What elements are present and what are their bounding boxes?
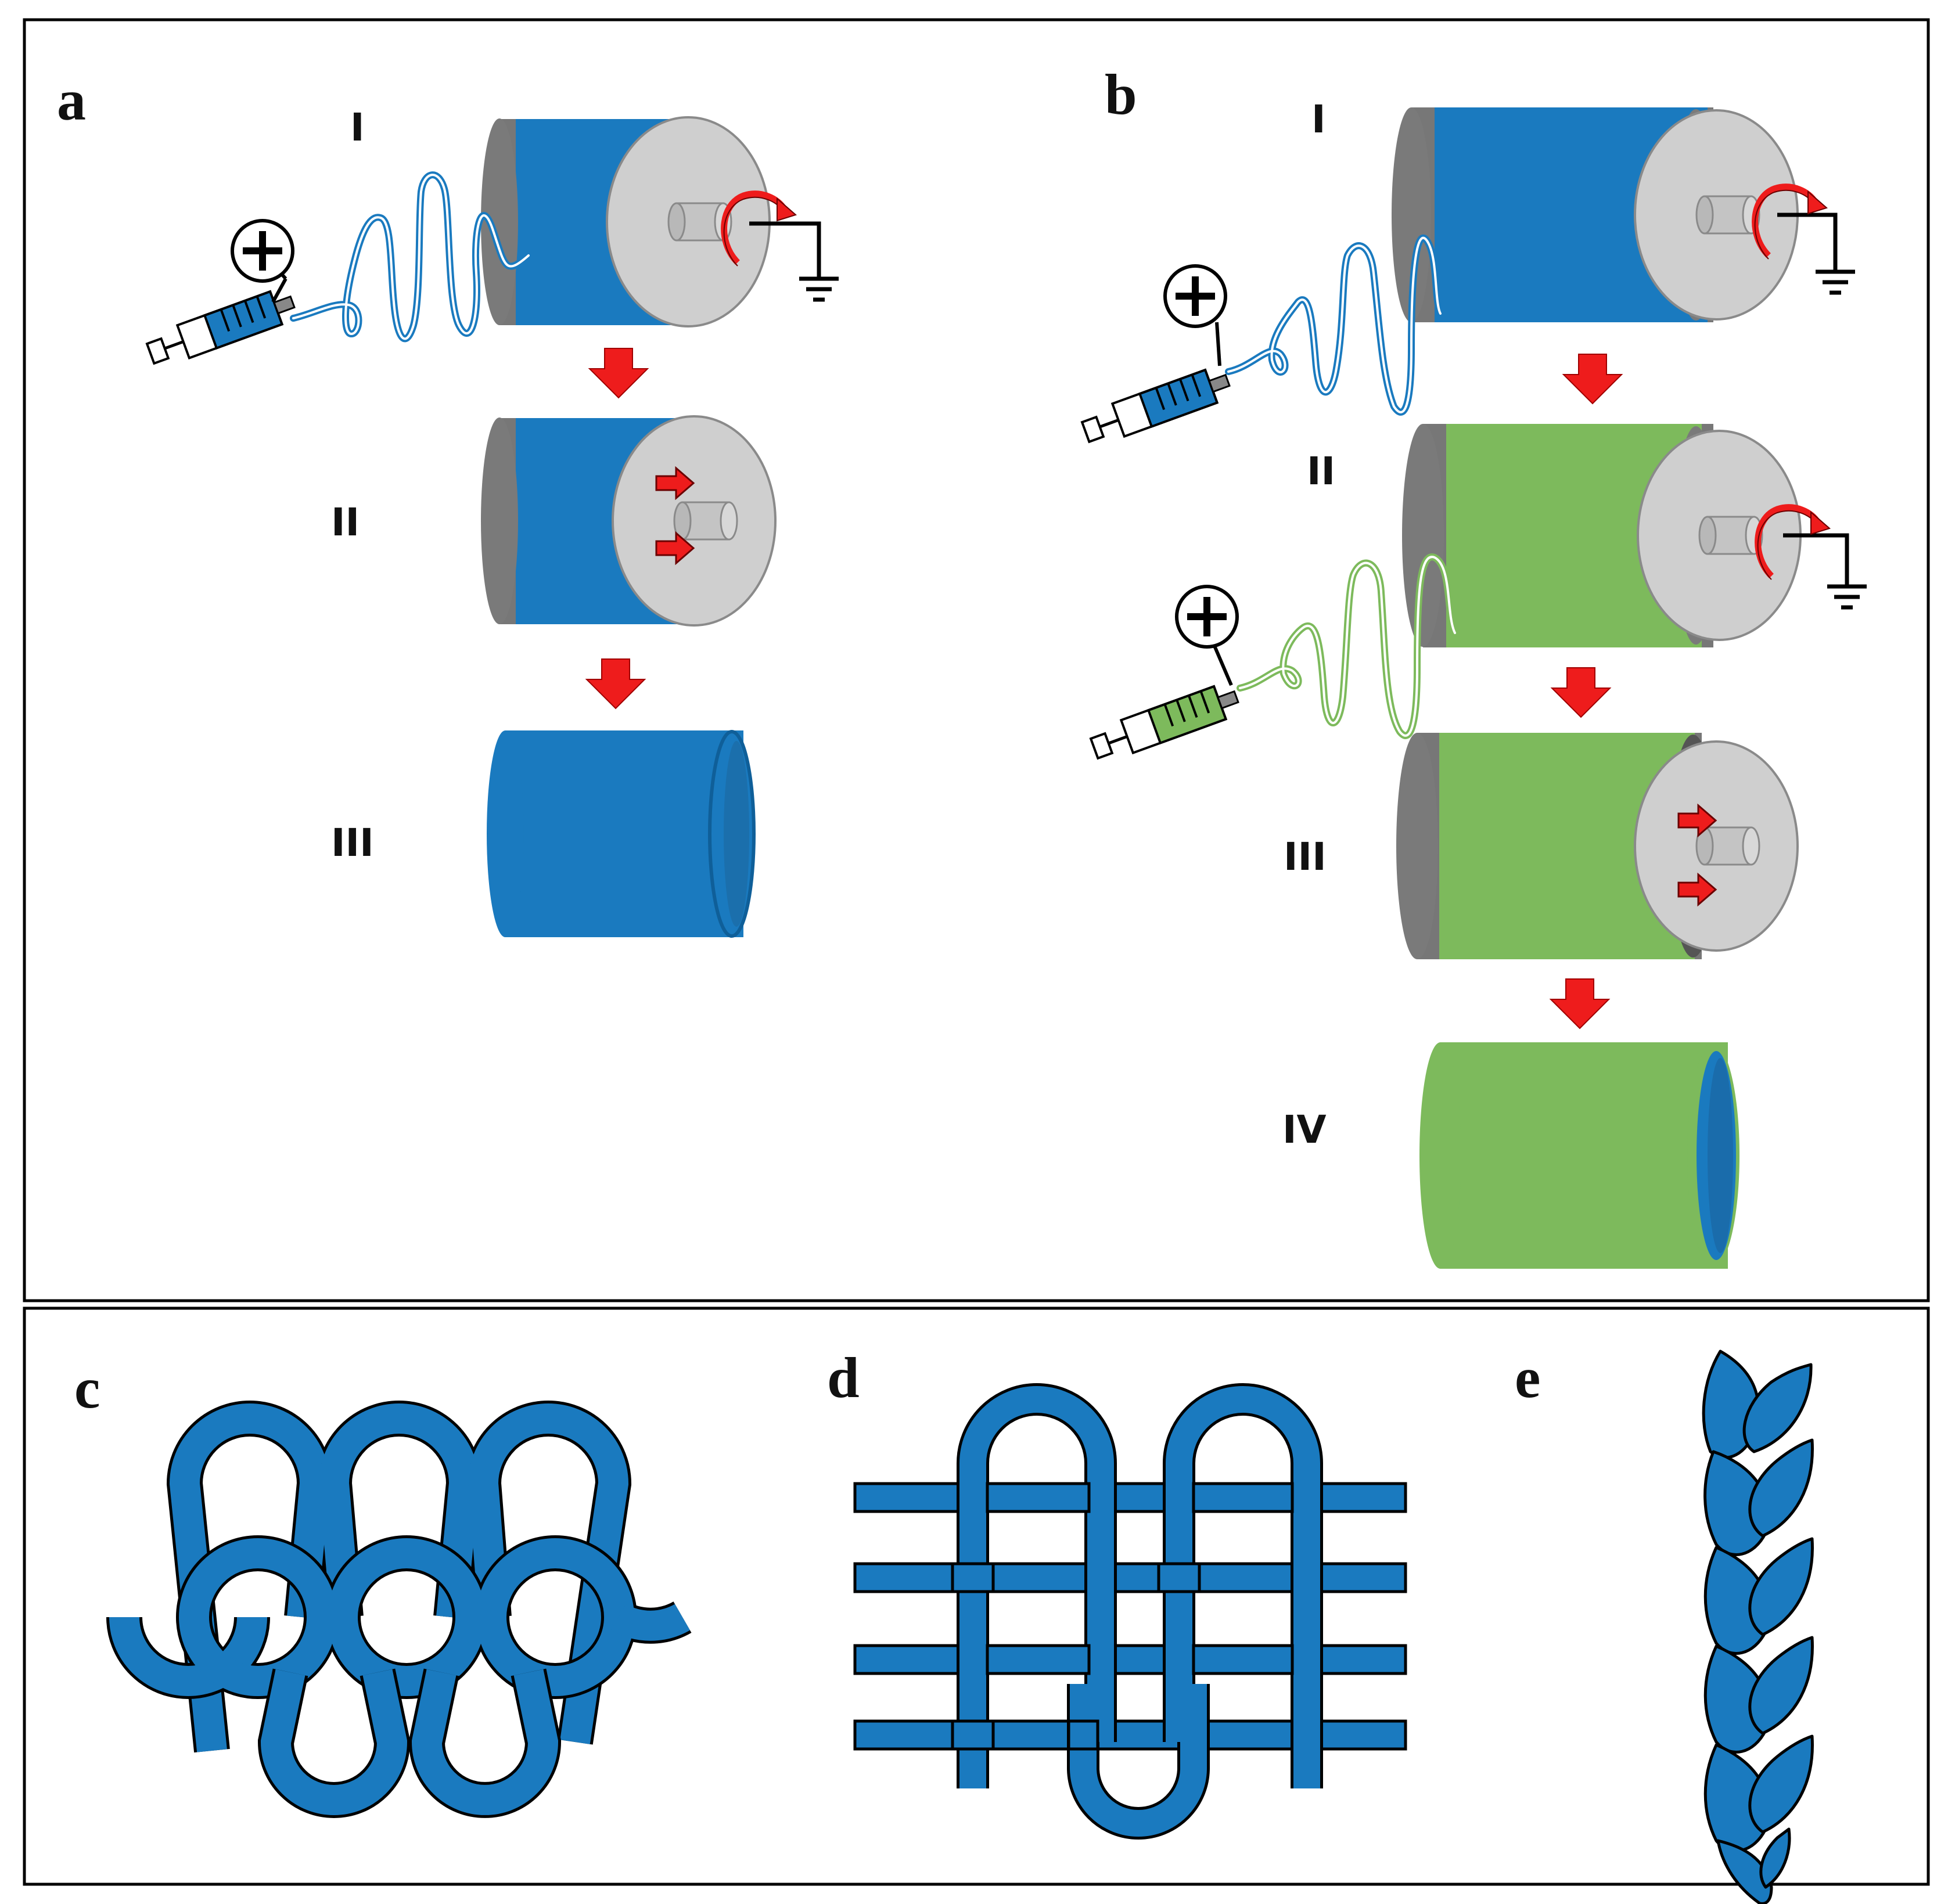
panel-b-step-4-label: IV bbox=[1282, 1107, 1327, 1152]
panel-b-step-1-label: I bbox=[1311, 97, 1326, 142]
top-frame bbox=[23, 18, 1930, 1302]
ground-icon bbox=[799, 244, 839, 300]
knitted-structure bbox=[106, 1401, 692, 1818]
panel-letter-b: b bbox=[1105, 62, 1137, 127]
down-arrow-icon bbox=[1550, 978, 1609, 1029]
braided-structure bbox=[1702, 1349, 1814, 1904]
panel-a-step-3-label: III bbox=[331, 820, 374, 865]
panel-e: e bbox=[1515, 1345, 1814, 1904]
panel-a-step-1-label: I bbox=[350, 105, 365, 150]
panel-letter-a: a bbox=[57, 68, 86, 132]
down-arrow-icon bbox=[586, 658, 645, 709]
bottom-frame bbox=[23, 1306, 1930, 1886]
ground-icon bbox=[1827, 552, 1867, 607]
panel-b-collector-3 bbox=[1396, 733, 1799, 959]
panel-d: d bbox=[827, 1345, 1407, 1840]
positive-charge-icon bbox=[232, 221, 293, 281]
panel-a-step-2-label: II bbox=[331, 500, 360, 545]
down-arrow-icon bbox=[1551, 667, 1611, 718]
panel-a-tube bbox=[487, 730, 756, 938]
positive-charge-icon bbox=[1165, 266, 1225, 326]
panel-a: a I II III bbox=[57, 68, 839, 938]
panel-b-tube bbox=[1419, 1042, 1739, 1269]
panel-b-step-3-label: III bbox=[1284, 834, 1327, 879]
positive-charge-icon bbox=[1177, 586, 1237, 647]
panel-letter-e: e bbox=[1515, 1345, 1540, 1410]
panel-b: b I II III IV bbox=[1080, 62, 1867, 1269]
panel-b-step-2-label: II bbox=[1307, 449, 1335, 494]
down-arrow-icon bbox=[1563, 354, 1622, 404]
syringe-icon bbox=[1089, 685, 1239, 760]
panel-c: c bbox=[74, 1356, 692, 1818]
down-arrow-icon bbox=[589, 348, 648, 398]
ground-icon bbox=[1816, 237, 1855, 293]
panel-b-collector-1 bbox=[1392, 107, 1799, 322]
panel-letter-c: c bbox=[74, 1356, 100, 1420]
syringe-icon bbox=[1080, 368, 1231, 444]
woven-structure bbox=[853, 1383, 1407, 1840]
panel-a-collector-2 bbox=[481, 415, 777, 627]
panel-b-collector-2 bbox=[1402, 424, 1802, 647]
syringe-icon bbox=[145, 290, 296, 365]
panel-a-collector-1 bbox=[481, 116, 771, 327]
panel-letter-d: d bbox=[827, 1345, 860, 1410]
